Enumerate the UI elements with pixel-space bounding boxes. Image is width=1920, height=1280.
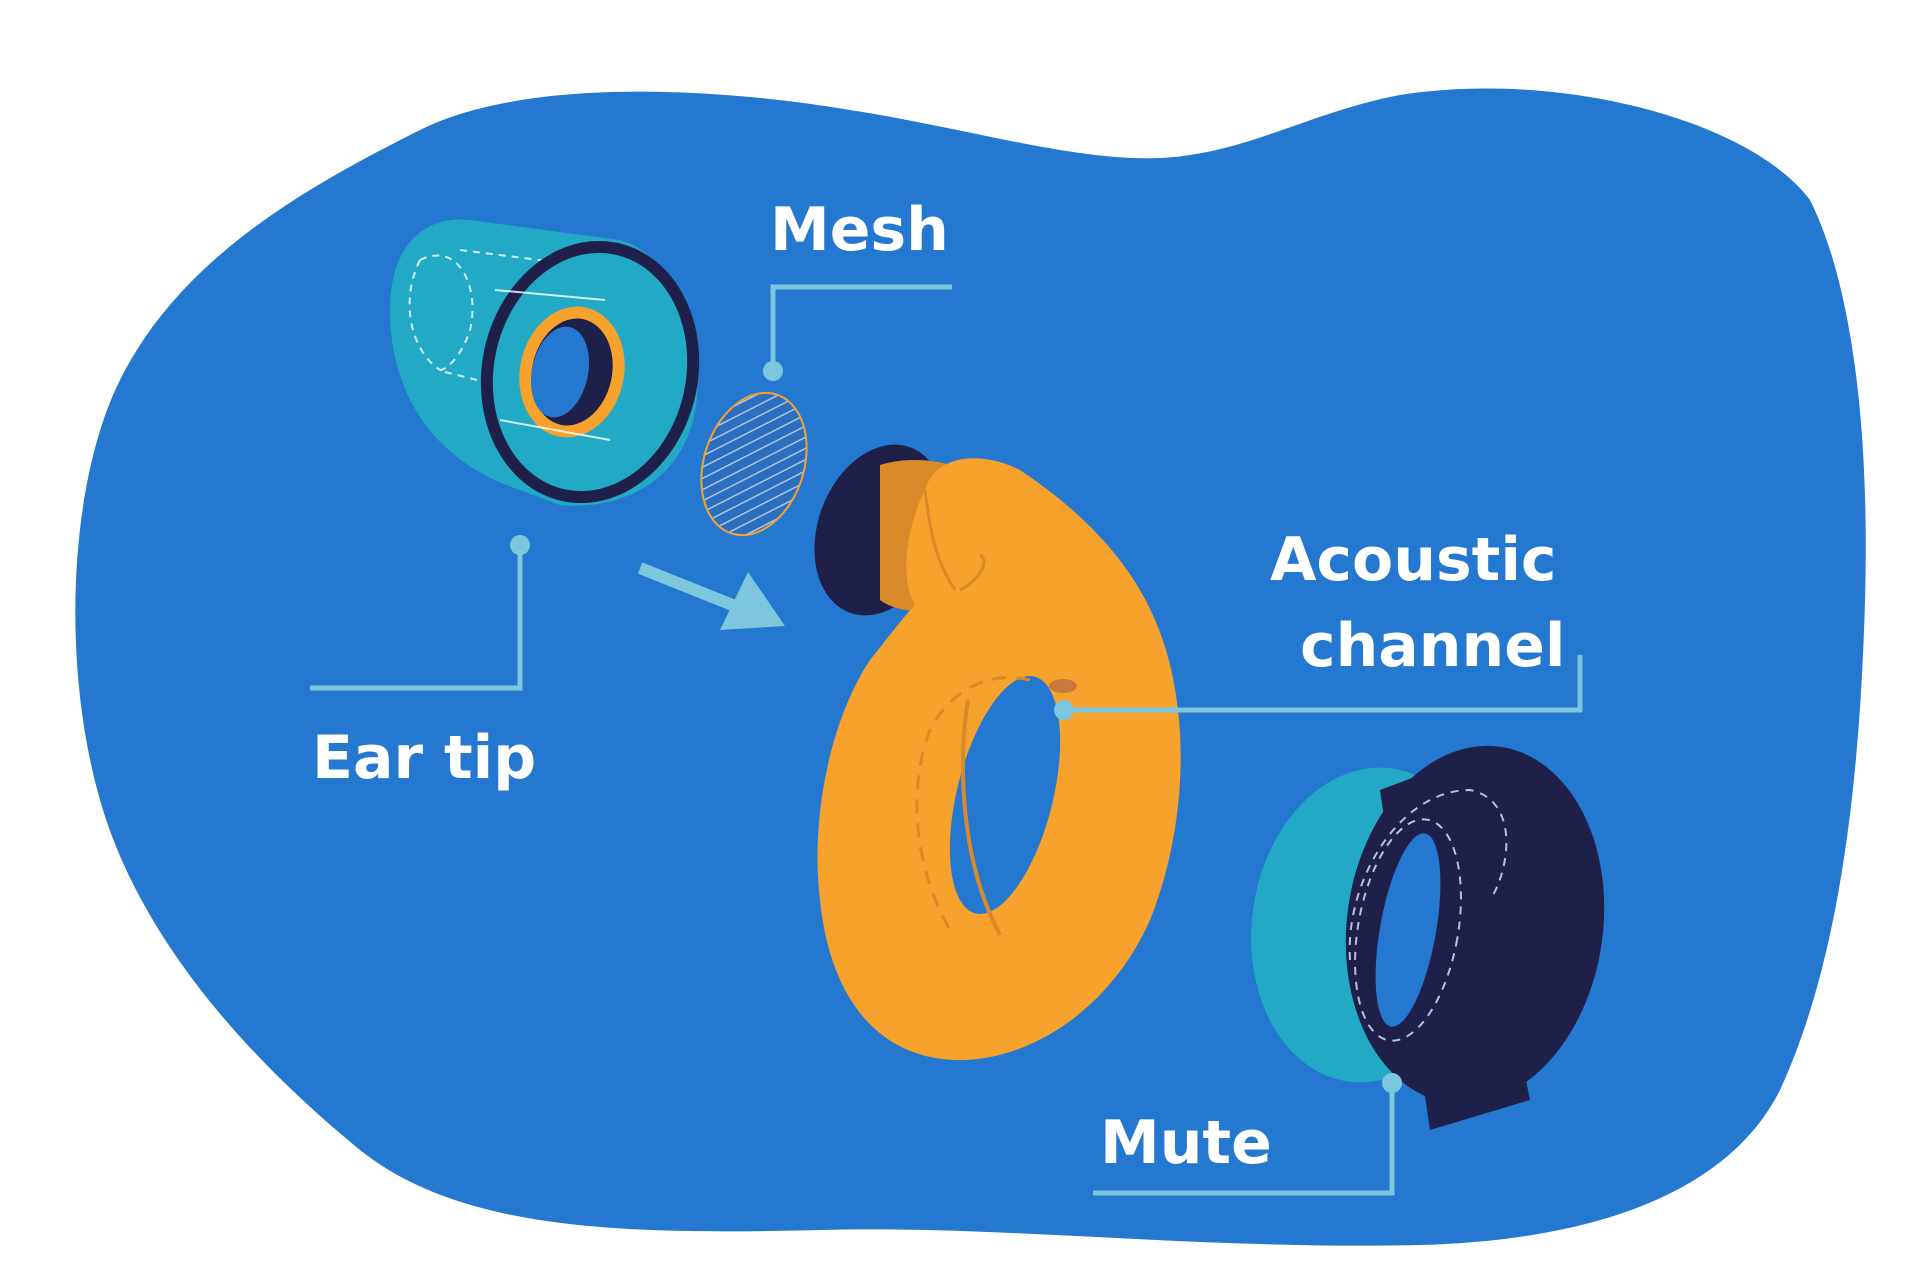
label-mute: Mute (1100, 1108, 1272, 1178)
ear-tip-illustration (390, 219, 700, 506)
label-acoustic-line1: Acoustic (1270, 525, 1556, 595)
label-mesh: Mesh (770, 195, 949, 265)
mute-illustration (1251, 745, 1605, 1130)
acoustic-channel-leader (1054, 655, 1583, 720)
mesh-illustration (700, 391, 808, 537)
mesh-leader (763, 284, 952, 381)
direction-arrow (637, 562, 785, 630)
label-acoustic-line2: channel (1300, 611, 1565, 681)
mute-leader (1093, 1073, 1402, 1196)
label-ear-tip: Ear tip (312, 723, 536, 793)
earplug-body (814, 444, 1181, 1060)
ear-tip-leader (310, 535, 530, 691)
